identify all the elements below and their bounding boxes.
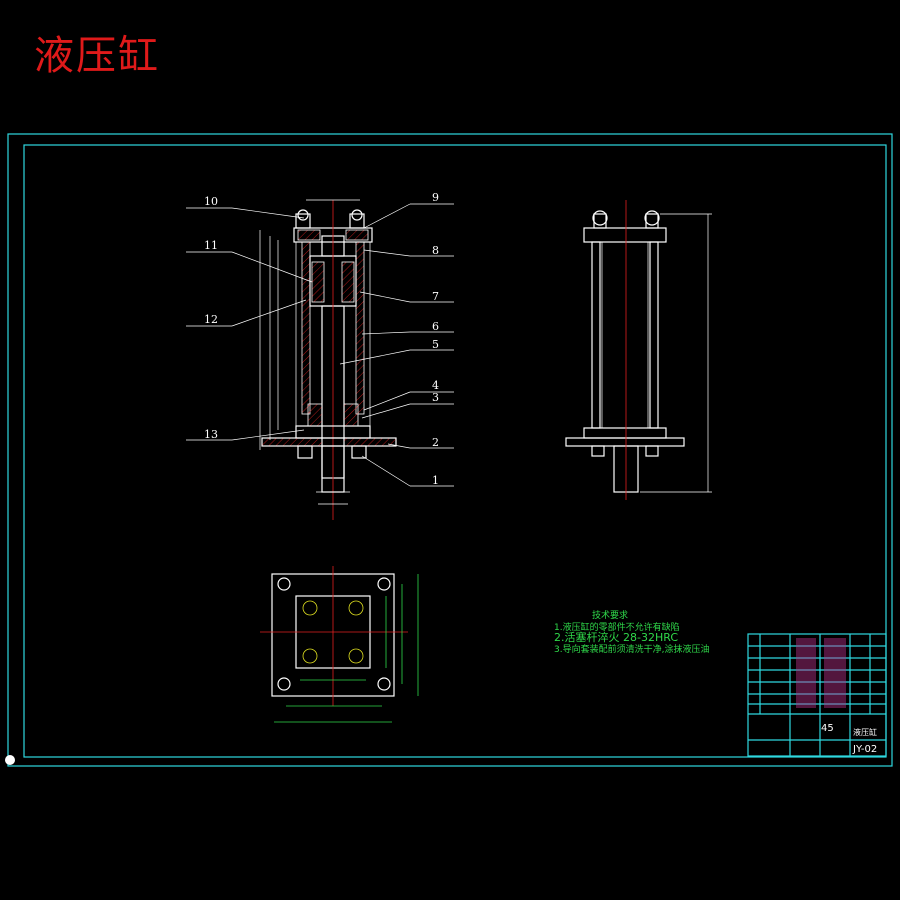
side-view bbox=[565, 200, 712, 500]
page-title: 液压缸 bbox=[34, 33, 160, 79]
part-label-10: 10 bbox=[204, 195, 218, 208]
title-block bbox=[747, 633, 887, 757]
note-line-3: 3.导向套装配前须清洗干净,涂抹液压油 bbox=[554, 643, 709, 655]
part-label-8: 8 bbox=[432, 244, 439, 257]
part-label-13: 13 bbox=[204, 428, 218, 441]
part-label-7: 7 bbox=[432, 290, 439, 303]
title-block-material: 45 bbox=[821, 723, 834, 734]
part-label-5: 5 bbox=[432, 338, 439, 351]
section-view bbox=[259, 199, 397, 520]
part-label-11: 11 bbox=[204, 239, 218, 252]
title-block-name: 液压缸 bbox=[853, 727, 877, 737]
part-leaders bbox=[186, 203, 454, 487]
part-label-3: 3 bbox=[432, 391, 439, 404]
note-line-1: 1.液压缸的零部件不允许有缺陷 bbox=[554, 621, 680, 633]
part-label-9: 9 bbox=[432, 191, 439, 204]
plan-view bbox=[260, 566, 419, 723]
part-label-12: 12 bbox=[204, 313, 218, 326]
notes-header: 技术要求 bbox=[592, 609, 628, 621]
part-label-6: 6 bbox=[432, 320, 439, 333]
drawing-frame bbox=[5, 133, 893, 767]
part-label-2: 2 bbox=[432, 436, 439, 449]
title-block-drawing-no: JY-02 bbox=[852, 744, 877, 755]
part-label-4: 4 bbox=[432, 379, 439, 392]
note-line-2: 2.活塞杆淬火 28-32HRC bbox=[554, 630, 678, 644]
part-label-1: 1 bbox=[432, 474, 439, 487]
